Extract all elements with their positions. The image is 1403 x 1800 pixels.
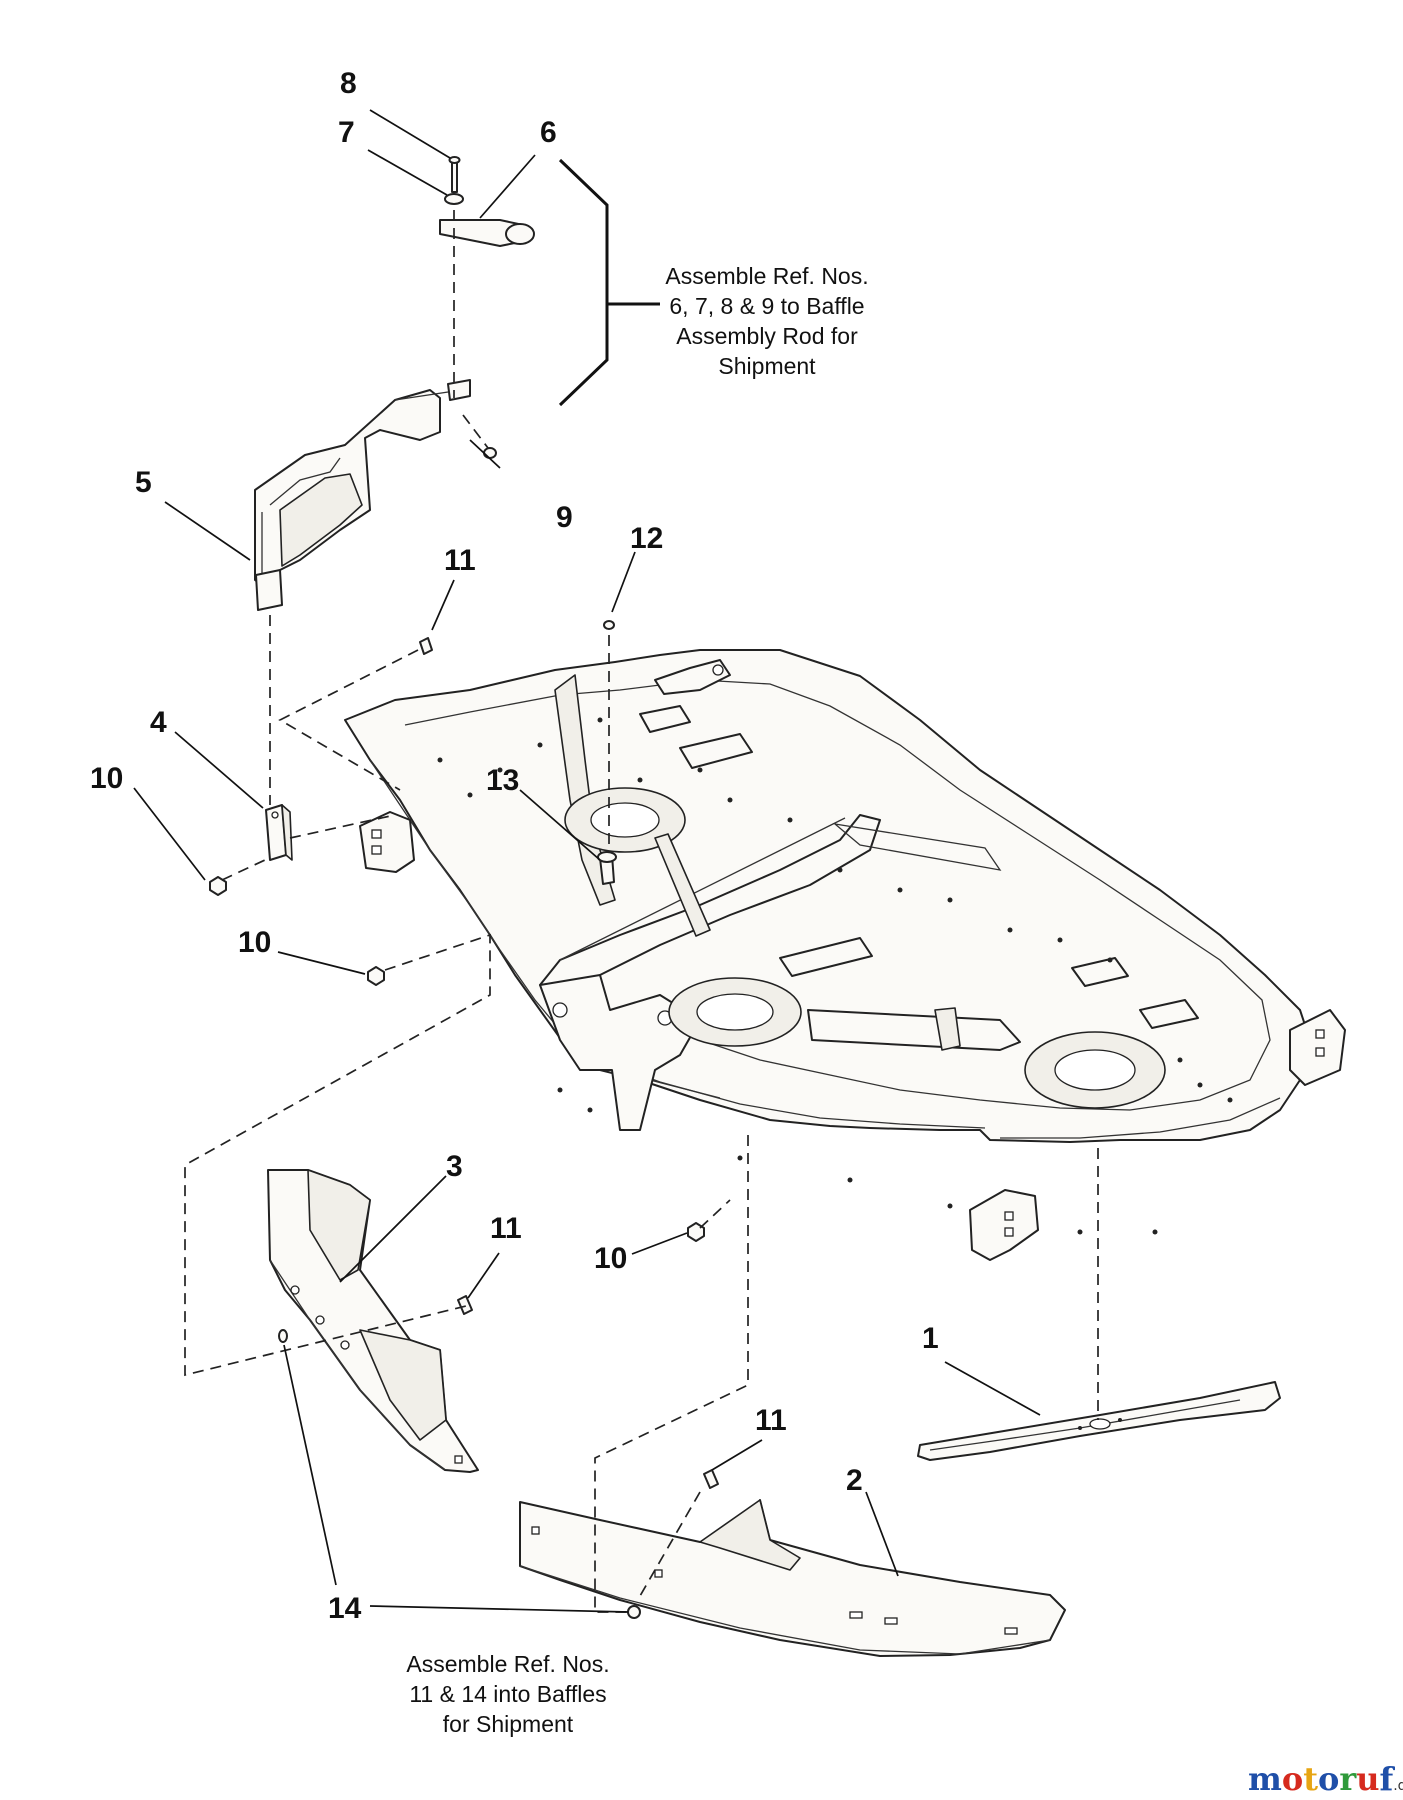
note-rod-line-1: Assemble Ref. Nos. bbox=[665, 263, 868, 289]
bolt-part-11c bbox=[703, 1469, 719, 1489]
callout-4: 4 bbox=[150, 706, 167, 739]
baffle-assembly-rod-part-5 bbox=[254, 379, 471, 611]
callout-11-mid: 11 bbox=[490, 1212, 522, 1245]
watermark-letter: t bbox=[1303, 1760, 1318, 1798]
note-rod-line-2: 6, 7, 8 & 9 to Baffle bbox=[669, 293, 864, 319]
note-baffle-shipment: Assemble Ref. Nos. 11 & 14 into Baffles … bbox=[406, 1651, 609, 1737]
bracket-part-4 bbox=[265, 804, 293, 861]
watermark-letter: u bbox=[1356, 1760, 1379, 1798]
watermark-letter: o bbox=[1318, 1760, 1339, 1798]
bolt-part-11b bbox=[457, 1295, 473, 1315]
callout-6: 6 bbox=[540, 116, 557, 149]
spindle-opening-center bbox=[668, 977, 802, 1047]
clip-part-9 bbox=[483, 447, 497, 459]
clip-part-6 bbox=[439, 219, 535, 247]
washer-part-7 bbox=[444, 193, 464, 205]
watermark-logo: motoruf.de bbox=[1248, 1760, 1403, 1798]
push-nut-part-14b bbox=[627, 1605, 641, 1619]
watermark-letter: m bbox=[1248, 1760, 1282, 1798]
note-baffle-line-2: 11 & 14 into Baffles bbox=[409, 1681, 606, 1707]
leader-lines bbox=[133, 109, 1041, 1613]
nut-part-10a bbox=[209, 876, 227, 896]
baffle-part-2 bbox=[519, 1499, 1066, 1657]
callout-numbers: 8 7 6 5 9 11 12 4 10 13 10 3 11 10 11 1 … bbox=[90, 67, 939, 1625]
callout-14: 14 bbox=[328, 1592, 362, 1625]
callout-7: 7 bbox=[338, 116, 355, 149]
bolt-part-13 bbox=[597, 851, 617, 885]
callout-10-mid: 10 bbox=[238, 926, 271, 959]
note-rod-shipment: Assemble Ref. Nos. 6, 7, 8 & 9 to Baffle… bbox=[665, 263, 868, 379]
nut-part-12 bbox=[603, 620, 615, 630]
push-nut-part-14 bbox=[278, 1329, 288, 1343]
watermark-letter: r bbox=[1339, 1760, 1357, 1798]
nut-part-10b bbox=[367, 966, 385, 986]
note-baffle-line-1: Assemble Ref. Nos. bbox=[406, 1651, 609, 1677]
spindle-opening-right bbox=[1024, 1031, 1166, 1109]
callout-12: 12 bbox=[630, 522, 663, 555]
note-rod-line-3: Assembly Rod for bbox=[676, 323, 858, 349]
callout-1: 1 bbox=[922, 1322, 939, 1355]
spindle-opening-left bbox=[564, 787, 686, 853]
note-rod-line-4: Shipment bbox=[718, 353, 816, 379]
callout-10-right: 10 bbox=[594, 1242, 627, 1275]
callout-11-top: 11 bbox=[444, 544, 476, 577]
watermark-letter: f bbox=[1379, 1760, 1395, 1798]
watermark-suffix: .de bbox=[1393, 1778, 1403, 1794]
callout-5: 5 bbox=[135, 466, 152, 499]
callout-9: 9 bbox=[556, 501, 573, 534]
bolt-part-11a bbox=[419, 637, 433, 655]
blade-part-1 bbox=[917, 1381, 1281, 1461]
mower-deck-housing bbox=[344, 649, 1346, 1261]
watermark-letter: o bbox=[1282, 1760, 1303, 1798]
shipment-note-brace bbox=[558, 158, 660, 407]
callout-8: 8 bbox=[340, 67, 357, 100]
baffle-part-3 bbox=[267, 1169, 479, 1473]
callout-10-left: 10 bbox=[90, 762, 123, 795]
deck-hole-pattern bbox=[437, 717, 1233, 1235]
callout-3: 3 bbox=[446, 1150, 463, 1183]
pin-part-8 bbox=[448, 156, 461, 193]
note-baffle-line-3: for Shipment bbox=[443, 1711, 574, 1737]
callout-2: 2 bbox=[846, 1464, 863, 1497]
callout-11-bottom: 11 bbox=[755, 1404, 787, 1437]
callout-13: 13 bbox=[486, 764, 519, 797]
